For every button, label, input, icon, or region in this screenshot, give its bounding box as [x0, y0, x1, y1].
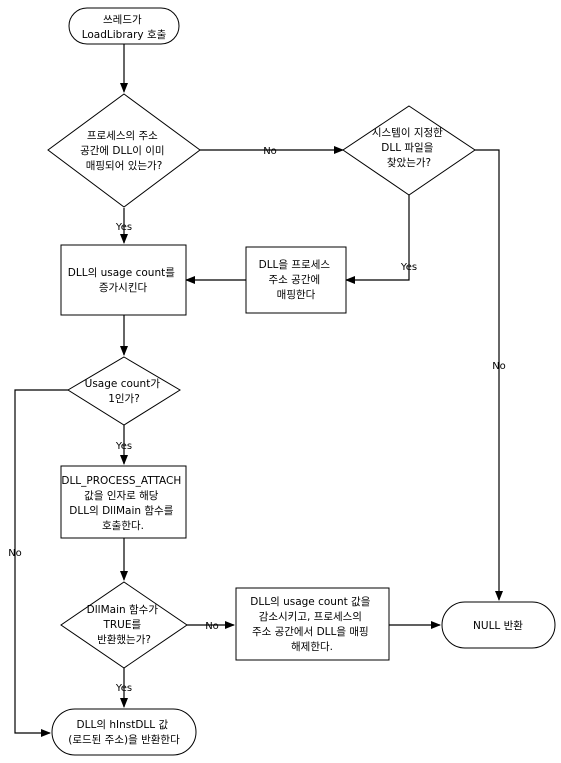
check-true-label-line: 반환했는가?	[97, 634, 151, 646]
ret-null-label: NULL 반환	[473, 620, 523, 632]
dec-unmap-label-line: 해제한다.	[291, 640, 333, 653]
call-attach-label-line: DLL의 DllMain 함수를	[69, 505, 173, 517]
check-found-label: 시스템이 지정한 DLL 파일을 찾았는가?	[372, 127, 446, 169]
connectors	[14, 44, 503, 737]
edge-found-no	[475, 149, 503, 601]
inc-count-process	[60, 244, 187, 316]
inc-count-label-line: 증가시킨다	[99, 282, 148, 294]
dec-unmap-process	[235, 587, 390, 661]
ret-null-terminator	[441, 601, 556, 649]
check-mapped-decision	[47, 93, 201, 208]
call-attach-label-line: 값을 인자로 해당	[84, 489, 159, 502]
check-mapped-label: 프로세스의 주소 공간에 DLL이 이미 매핑되어 있는가?	[80, 130, 168, 172]
edge-label-yes: Yes	[400, 262, 417, 273]
edge-one-no	[14, 389, 68, 737]
check-true-decision	[60, 581, 188, 669]
inc-count-label: DLL의 usage count를 증가시킨다	[68, 267, 178, 294]
start-terminator	[68, 7, 180, 45]
check-true-label-line: DllMain 함수가	[87, 604, 159, 616]
edge-label-yes: Yes	[115, 222, 132, 233]
check-found-decision	[342, 105, 476, 196]
check-mapped-label-line: 프로세스의 주소	[87, 130, 158, 142]
edge-label-yes: Yes	[115, 441, 132, 452]
call-attach-label: DLL_PROCESS_ATTACH 값을 인자로 해당 DLL의 DllMai…	[61, 475, 184, 532]
edge-label-no: No	[8, 548, 22, 559]
ret-hinst-label-line: DLL의 hInstDLL 값	[77, 719, 169, 731]
call-attach-process	[60, 465, 187, 539]
dec-unmap-label-line: DLL의 usage count 값을	[250, 596, 370, 608]
edge-label-no: No	[492, 361, 506, 372]
start-label-line: 쓰레드가	[103, 14, 142, 26]
ret-hinst-terminator	[51, 708, 197, 756]
node-labels: 쓰레드가 LoadLibrary 호출 프로세스의 주소 공간에 DLL이 이미…	[61, 14, 523, 746]
ret-hinst-label-line: (로드된 주소)을 반환한다	[68, 734, 180, 746]
edge-label-no: No	[205, 621, 219, 632]
map-dll-label-line: 주소 공간에	[269, 274, 321, 286]
map-dll-label: DLL을 프로세스 주소 공간에 매핑한다	[259, 259, 334, 301]
check-true-label: DllMain 함수가 TRUE를 반환했는가?	[87, 604, 162, 646]
map-dll-process	[245, 246, 347, 314]
map-dll-label-line: 매핑한다	[277, 289, 316, 301]
check-mapped-label-line: 공간에 DLL이 이미	[80, 145, 164, 157]
ret-null-label-line: NULL 반환	[473, 620, 523, 632]
dec-unmap-label: DLL의 usage count 값을 감소시키고, 프로세스의 주소 공간에서…	[250, 596, 373, 653]
start-label-line: LoadLibrary 호출	[82, 29, 167, 41]
dec-unmap-label-line: 감소시키고, 프로세스의	[259, 611, 362, 623]
edge-label-yes: Yes	[115, 683, 132, 694]
edge-labels: Yes No Yes No Yes No No Yes	[8, 146, 506, 694]
ret-hinst-label: DLL의 hInstDLL 값 (로드된 주소)을 반환한다	[68, 719, 180, 746]
edge-found-yes	[345, 195, 410, 284]
check-found-label-line: 찾았는가?	[387, 157, 431, 169]
check-one-label-line: 1인가?	[108, 393, 140, 405]
call-attach-label-line: 호출한다.	[102, 520, 144, 532]
check-one-label-line: Usage count가	[85, 378, 161, 390]
shapes	[47, 7, 556, 756]
inc-count-label-line: DLL의 usage count를	[68, 267, 175, 279]
check-one-decision	[67, 356, 181, 426]
check-one-label: Usage count가 1인가?	[85, 378, 164, 405]
check-found-label-line: DLL 파일을	[381, 141, 433, 154]
start-label: 쓰레드가 LoadLibrary 호출	[82, 14, 167, 41]
call-attach-label-line: DLL_PROCESS_ATTACH	[61, 475, 181, 487]
check-found-label-line: 시스템이 지정한	[372, 127, 443, 139]
edge-label-no: No	[263, 146, 277, 157]
dec-unmap-label-line: 주소 공간에서 DLL을 매핑	[252, 626, 369, 638]
map-dll-label-line: DLL을 프로세스	[259, 259, 331, 271]
check-true-label-line: TRUE를	[102, 619, 141, 631]
check-mapped-label-line: 매핑되어 있는가?	[86, 160, 163, 172]
